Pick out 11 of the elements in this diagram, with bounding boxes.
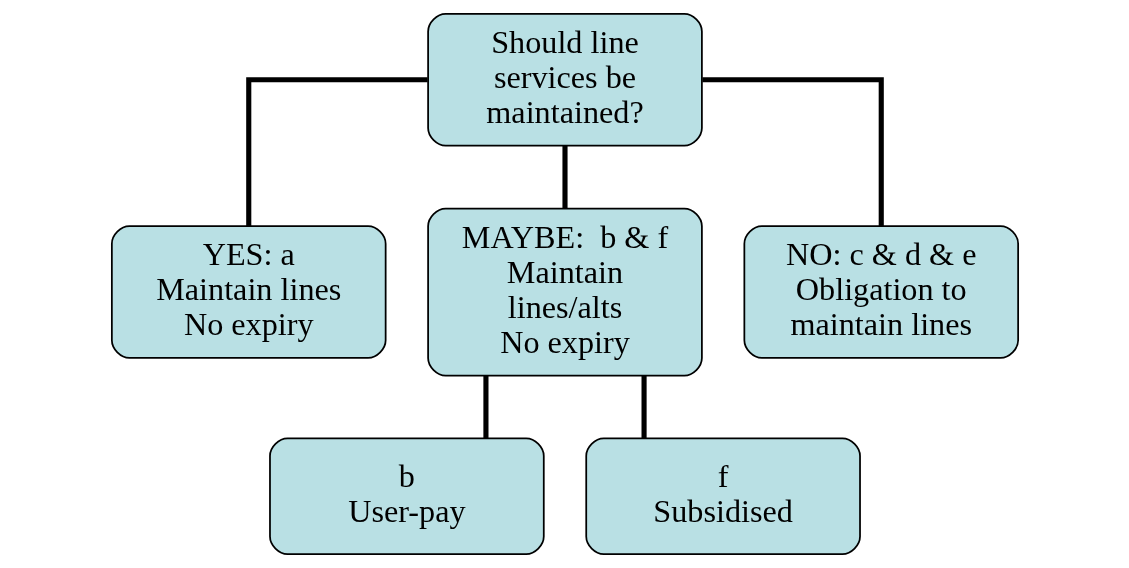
node-box: b User-pay	[268, 437, 545, 555]
connector	[482, 375, 488, 439]
node-box: NO: c & d & e Obligation to maintain lines	[742, 225, 1019, 359]
node-box: YES: a Maintain lines No expiry	[110, 225, 387, 359]
node-box: f Subsidised	[584, 437, 861, 555]
connector	[701, 77, 884, 227]
connector	[561, 145, 568, 209]
connector	[641, 375, 647, 439]
node-box: MAYBE: b & f Maintain lines/alts No expiry	[426, 207, 703, 377]
connector	[245, 77, 428, 227]
node-box: Should line services be maintained?	[426, 13, 703, 147]
